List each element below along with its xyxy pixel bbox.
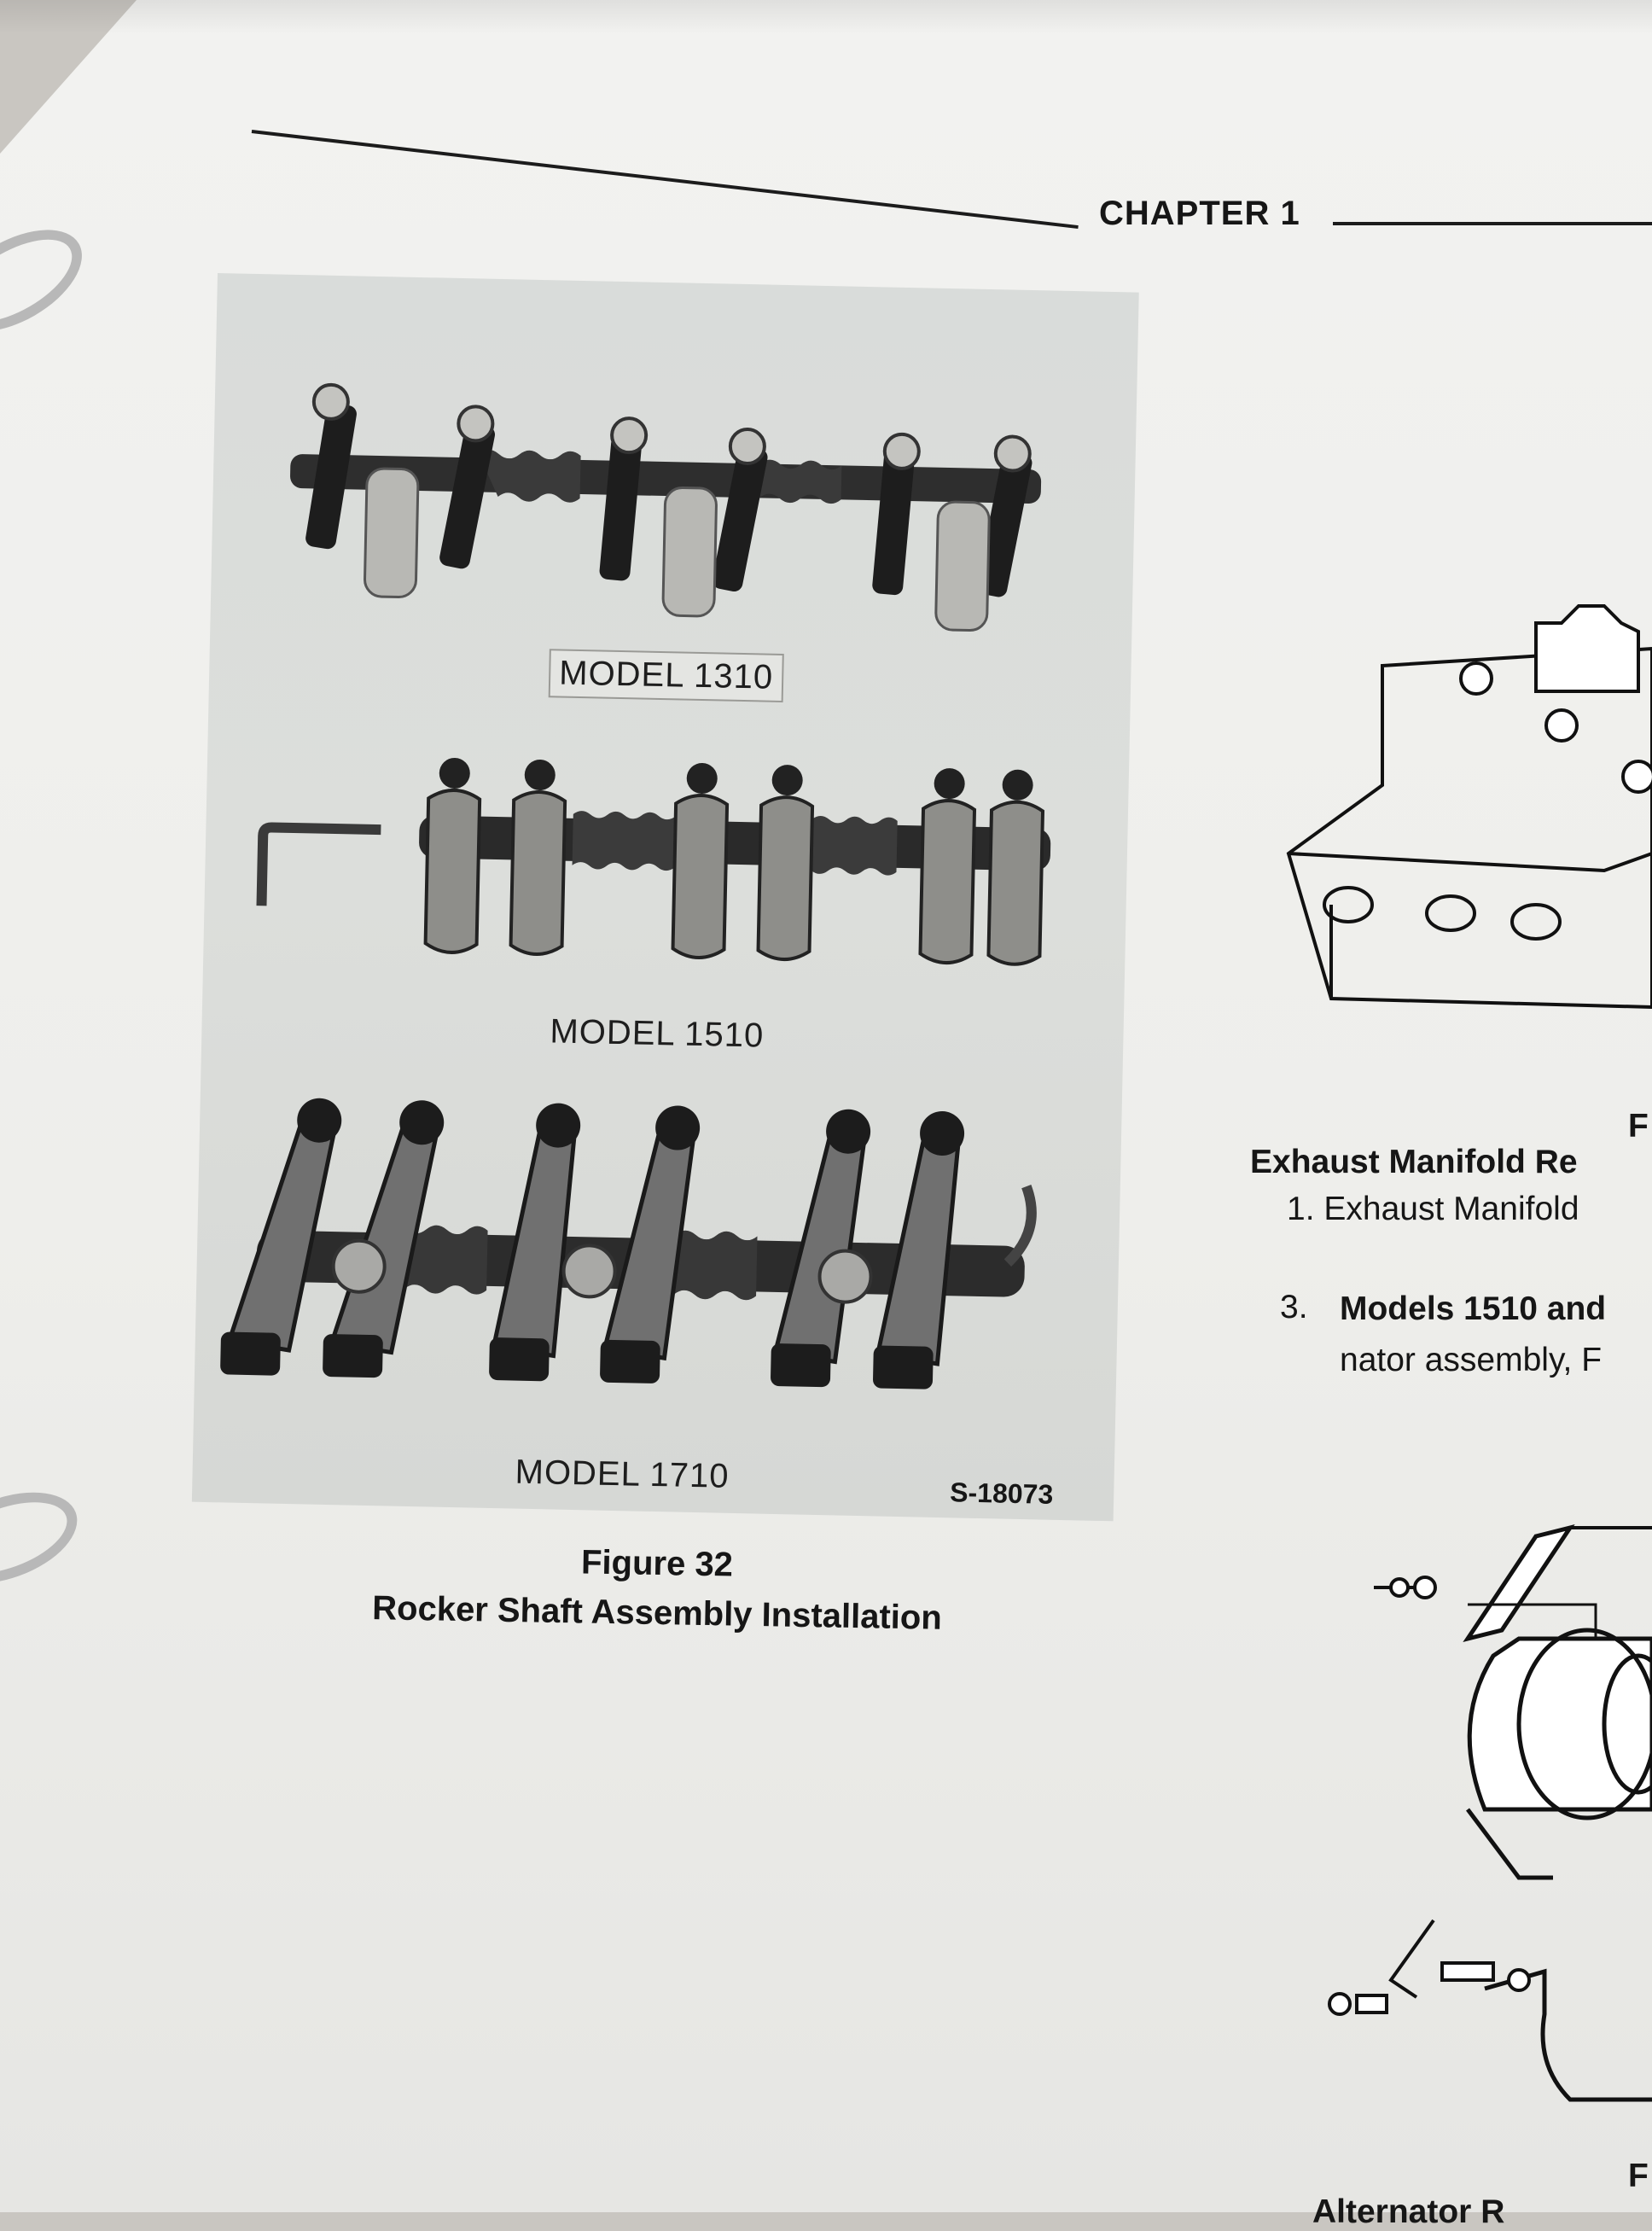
right-step-3-number: 3. (1280, 1289, 1308, 1325)
model-1310-label: MODEL 1310 (548, 649, 784, 702)
page-shadow (0, 0, 1652, 34)
rocker-shaft-1310-image (290, 382, 1042, 632)
alternator-exploded-illustration (1328, 1524, 1652, 2102)
header-rule-right (1333, 222, 1652, 225)
figure-photo-plate: MODEL 1310 MODEL 1510 (191, 273, 1139, 1522)
chapter-heading: CHAPTER 1 (1099, 195, 1300, 232)
right-bottom-title: Alternator R (1312, 2193, 1505, 2230)
source-number: S-18073 (949, 1477, 1054, 1510)
right-figure-letter-bottom: F (1628, 2158, 1649, 2194)
model-1710-label: MODEL 1710 (515, 1453, 730, 1495)
right-step-1: 1. Exhaust Manifold (1287, 1191, 1579, 1227)
right-step-3-line2: nator assembly, F (1340, 1342, 1603, 1378)
model-1510-label: MODEL 1510 (550, 1012, 765, 1055)
exhaust-manifold-illustration (1286, 604, 1652, 1010)
rocker-shaft-1510-image (419, 757, 1051, 966)
right-step-3-models: Models 1510 and (1340, 1290, 1607, 1327)
right-heading-exhaust-manifold: Exhaust Manifold Re (1250, 1144, 1578, 1180)
hex-key-image (256, 822, 381, 906)
rocker-shaft-1710-image (220, 1098, 1037, 1389)
right-figure-letter-top: F (1628, 1108, 1649, 1145)
